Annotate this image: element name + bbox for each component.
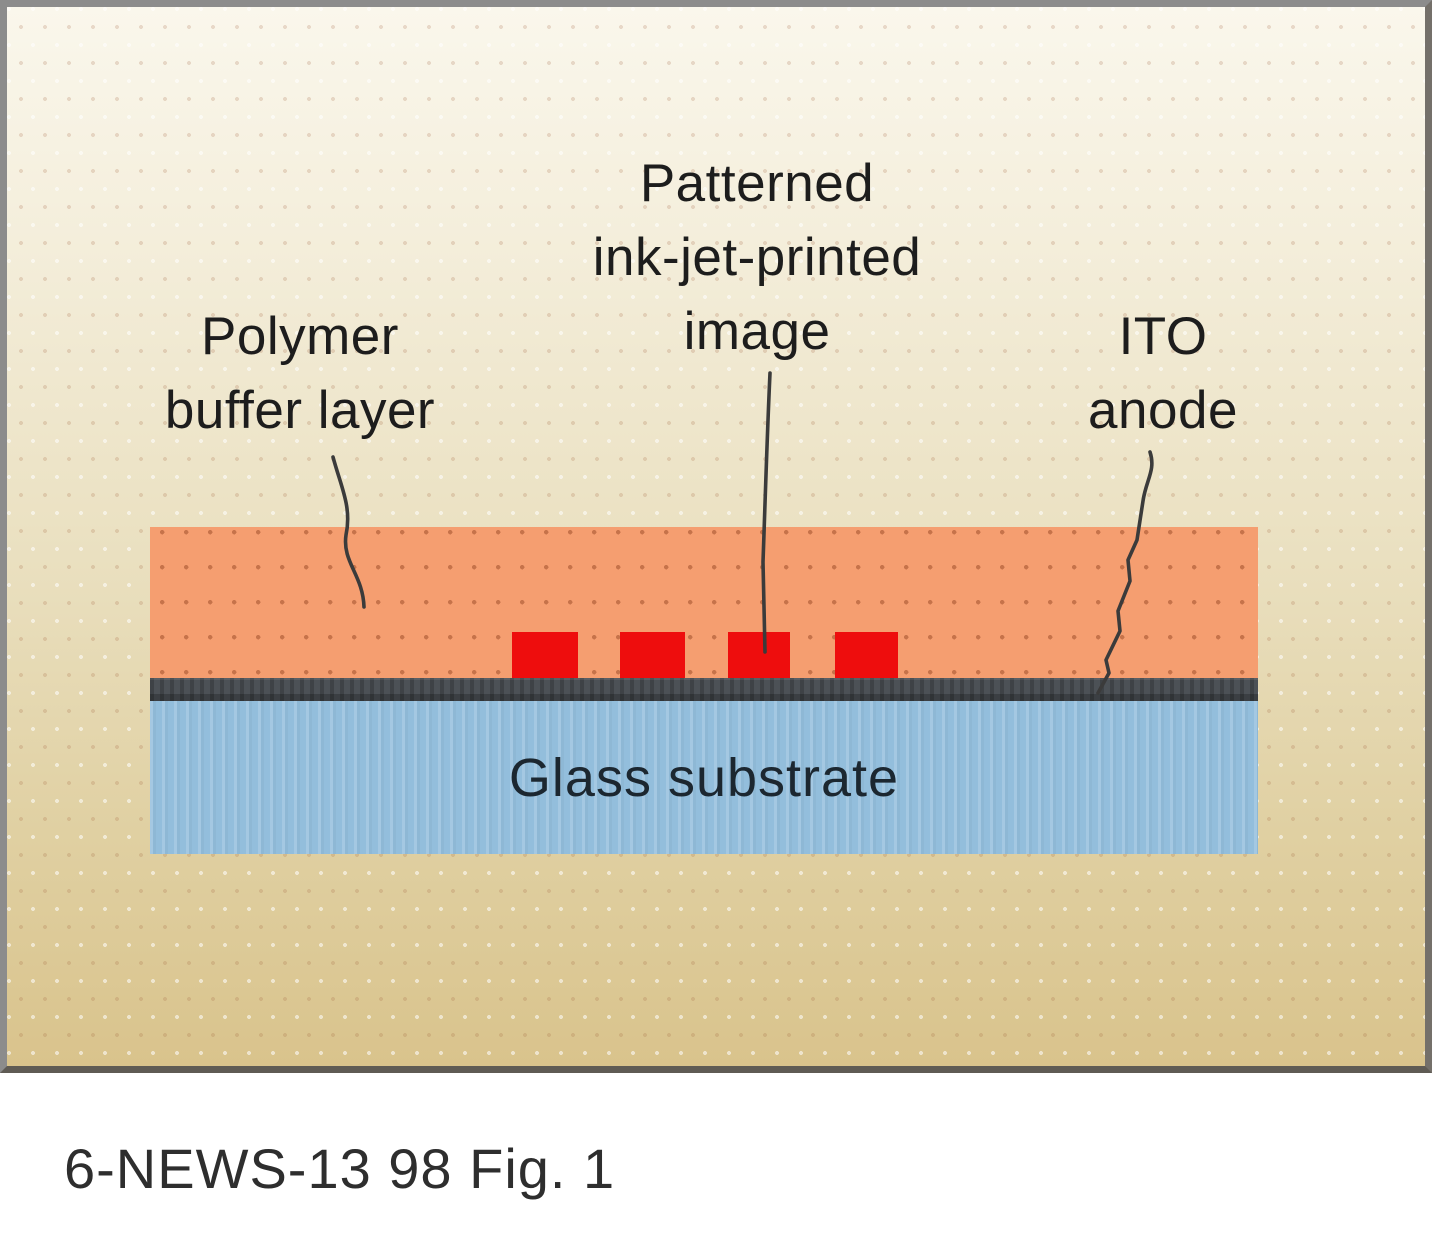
inkjet-callout-line2: ink-jet-printed — [592, 228, 922, 287]
polymer-buffer-layer-callout: Polymer buffer layer — [110, 300, 490, 448]
ink-dot — [835, 632, 898, 678]
inkjet-image-callout: Patterned ink-jet-printed image — [537, 147, 977, 369]
polymer-buffer-layer — [150, 527, 1258, 678]
ink-dot — [728, 632, 790, 678]
ink-dot — [620, 632, 685, 678]
polymer-callout-line2: buffer layer — [164, 381, 436, 440]
inkjet-callout-line3: image — [683, 302, 831, 361]
ito-callout-line2: anode — [1088, 381, 1238, 440]
figure-frame: Glass substrate Polymer buffer layer Pat… — [0, 0, 1432, 1073]
glass-substrate-layer: Glass substrate — [150, 701, 1258, 854]
figure-caption: 6-NEWS-13 98 Fig. 1 — [64, 1137, 616, 1200]
ink-dot — [512, 632, 578, 678]
ito-callout-line1: ITO — [1118, 307, 1208, 366]
ito-anode-callout: ITO anode — [1013, 300, 1313, 448]
polymer-callout-line1: Polymer — [201, 307, 399, 366]
inkjet-callout-line1: Patterned — [639, 154, 875, 213]
ito-anode-layer — [150, 678, 1258, 701]
glass-substrate-label: Glass substrate — [508, 747, 900, 808]
